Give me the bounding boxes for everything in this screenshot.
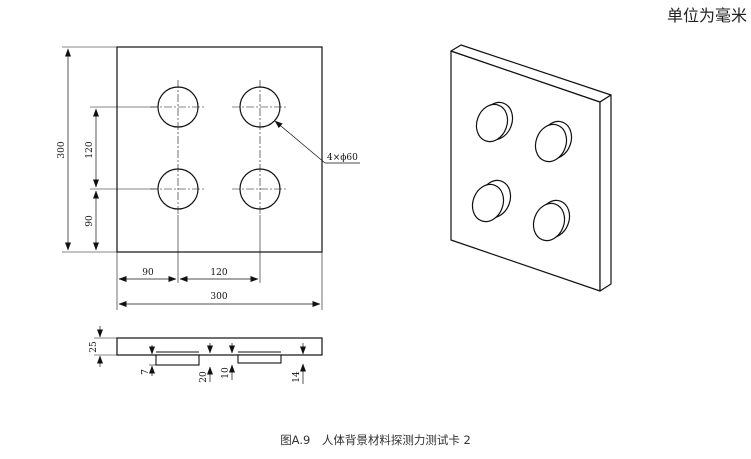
isometric-view — [450, 44, 612, 292]
dim-width-spacing: 120 — [210, 268, 227, 278]
dim-height-spacing: 120 — [85, 141, 95, 158]
recess-left — [155, 354, 200, 366]
figure-caption: 图A.9 人体背景材料探测力测试卡 2 — [280, 433, 471, 447]
front-view — [62, 46, 360, 310]
callout-leader — [274, 120, 326, 164]
iso-side-edge — [599, 94, 612, 292]
dim-height-offset: 90 — [85, 215, 95, 227]
dim-20: 20 — [199, 371, 209, 383]
dim-width-total: 300 — [210, 292, 227, 302]
iso-disc-bottom-right — [532, 199, 571, 242]
dim-7: 7 — [141, 369, 151, 375]
center-lines — [150, 80, 288, 215]
recess-right — [237, 354, 282, 364]
side-plate — [116, 337, 323, 356]
iso-disc-top-right — [534, 120, 573, 163]
dim-height-total: 300 — [57, 141, 67, 158]
unit-label: 单位为毫米 — [666, 6, 747, 25]
side-view — [94, 326, 323, 384]
plate-outline — [116, 46, 323, 253]
dim-width-offset: 90 — [142, 268, 154, 278]
dim-thickness: 25 — [89, 341, 99, 353]
iso-disc-top-left — [475, 101, 514, 143]
iso-disc-bottom-left — [471, 179, 512, 223]
dim-10: 10 — [221, 367, 231, 379]
dim-14: 14 — [292, 371, 302, 383]
hole-callout: 4×ϕ60 — [327, 153, 358, 163]
